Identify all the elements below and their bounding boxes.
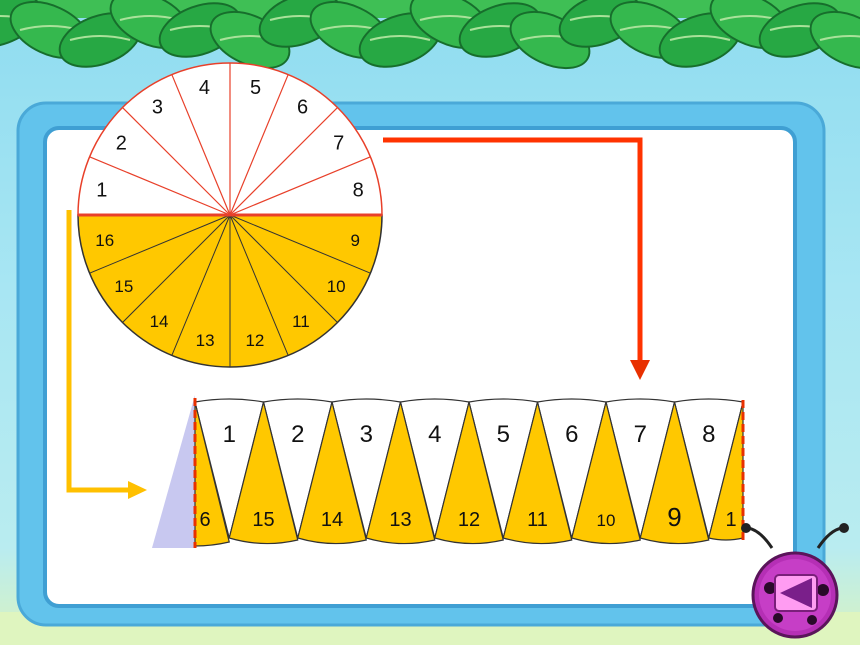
circle-bottom-label: 10 [327,277,346,296]
strip-top-label: 7 [634,421,647,448]
circle-bottom-label: 11 [292,312,310,331]
yellow-arrow [66,210,147,499]
strip-bottom-label: 12 [458,509,480,531]
circle-top-label: 4 [199,77,210,99]
strip-yellow-piece [297,401,367,545]
strip-bottom-label: 15 [252,509,274,531]
strip-yellow-piece [434,401,504,545]
left-gap-triangle [152,395,195,548]
strip-yellow-piece [365,401,436,545]
circle-bottom-label: 13 [196,331,215,350]
strip-yellow-piece [228,401,299,545]
strip-top-label: 1 [223,421,236,448]
strip-top-label: 8 [702,421,715,448]
circle-bottom-label: 9 [350,231,359,250]
strip-bottom-label: 1 [725,509,736,531]
leaf-border [0,0,860,70]
strip-bottom-label: 9 [667,502,681,532]
red-arrow [383,137,650,380]
strip-yellow-piece [502,401,573,545]
back-button[interactable] [741,523,849,639]
circle-bottom-label: 14 [150,312,169,331]
circle-top-label: 8 [353,179,364,201]
strip-bottom-label: 11 [527,509,548,531]
circle-top-label: 6 [297,96,308,118]
strip-bottom-label: 13 [389,509,411,531]
circle-top-label: 1 [96,179,107,201]
circle-top-label: 3 [152,96,163,118]
leaf-icon [809,10,860,70]
strip-top-label: 2 [291,421,304,448]
left-triangle-icon [780,578,812,608]
circle-top-label: 7 [333,132,344,154]
strip-top-label: 4 [428,421,441,448]
strip-yellow-piece [639,401,710,545]
circle-bottom-label: 16 [95,231,114,250]
circle-top-label: 2 [116,132,127,154]
circle-bottom-label: 15 [114,277,133,296]
strip-top-label: 5 [497,421,510,448]
strip-yellow-piece [571,401,641,545]
strip-top-label: 6 [565,421,578,448]
strip-bottom-label: 10 [597,511,616,530]
strip-bottom-label: 14 [321,509,343,531]
circle-bottom-label: 12 [245,331,264,350]
strip-top-label: 3 [360,421,373,448]
strip-bottom-label: 6 [199,509,210,531]
circle-top-label: 5 [250,77,261,99]
